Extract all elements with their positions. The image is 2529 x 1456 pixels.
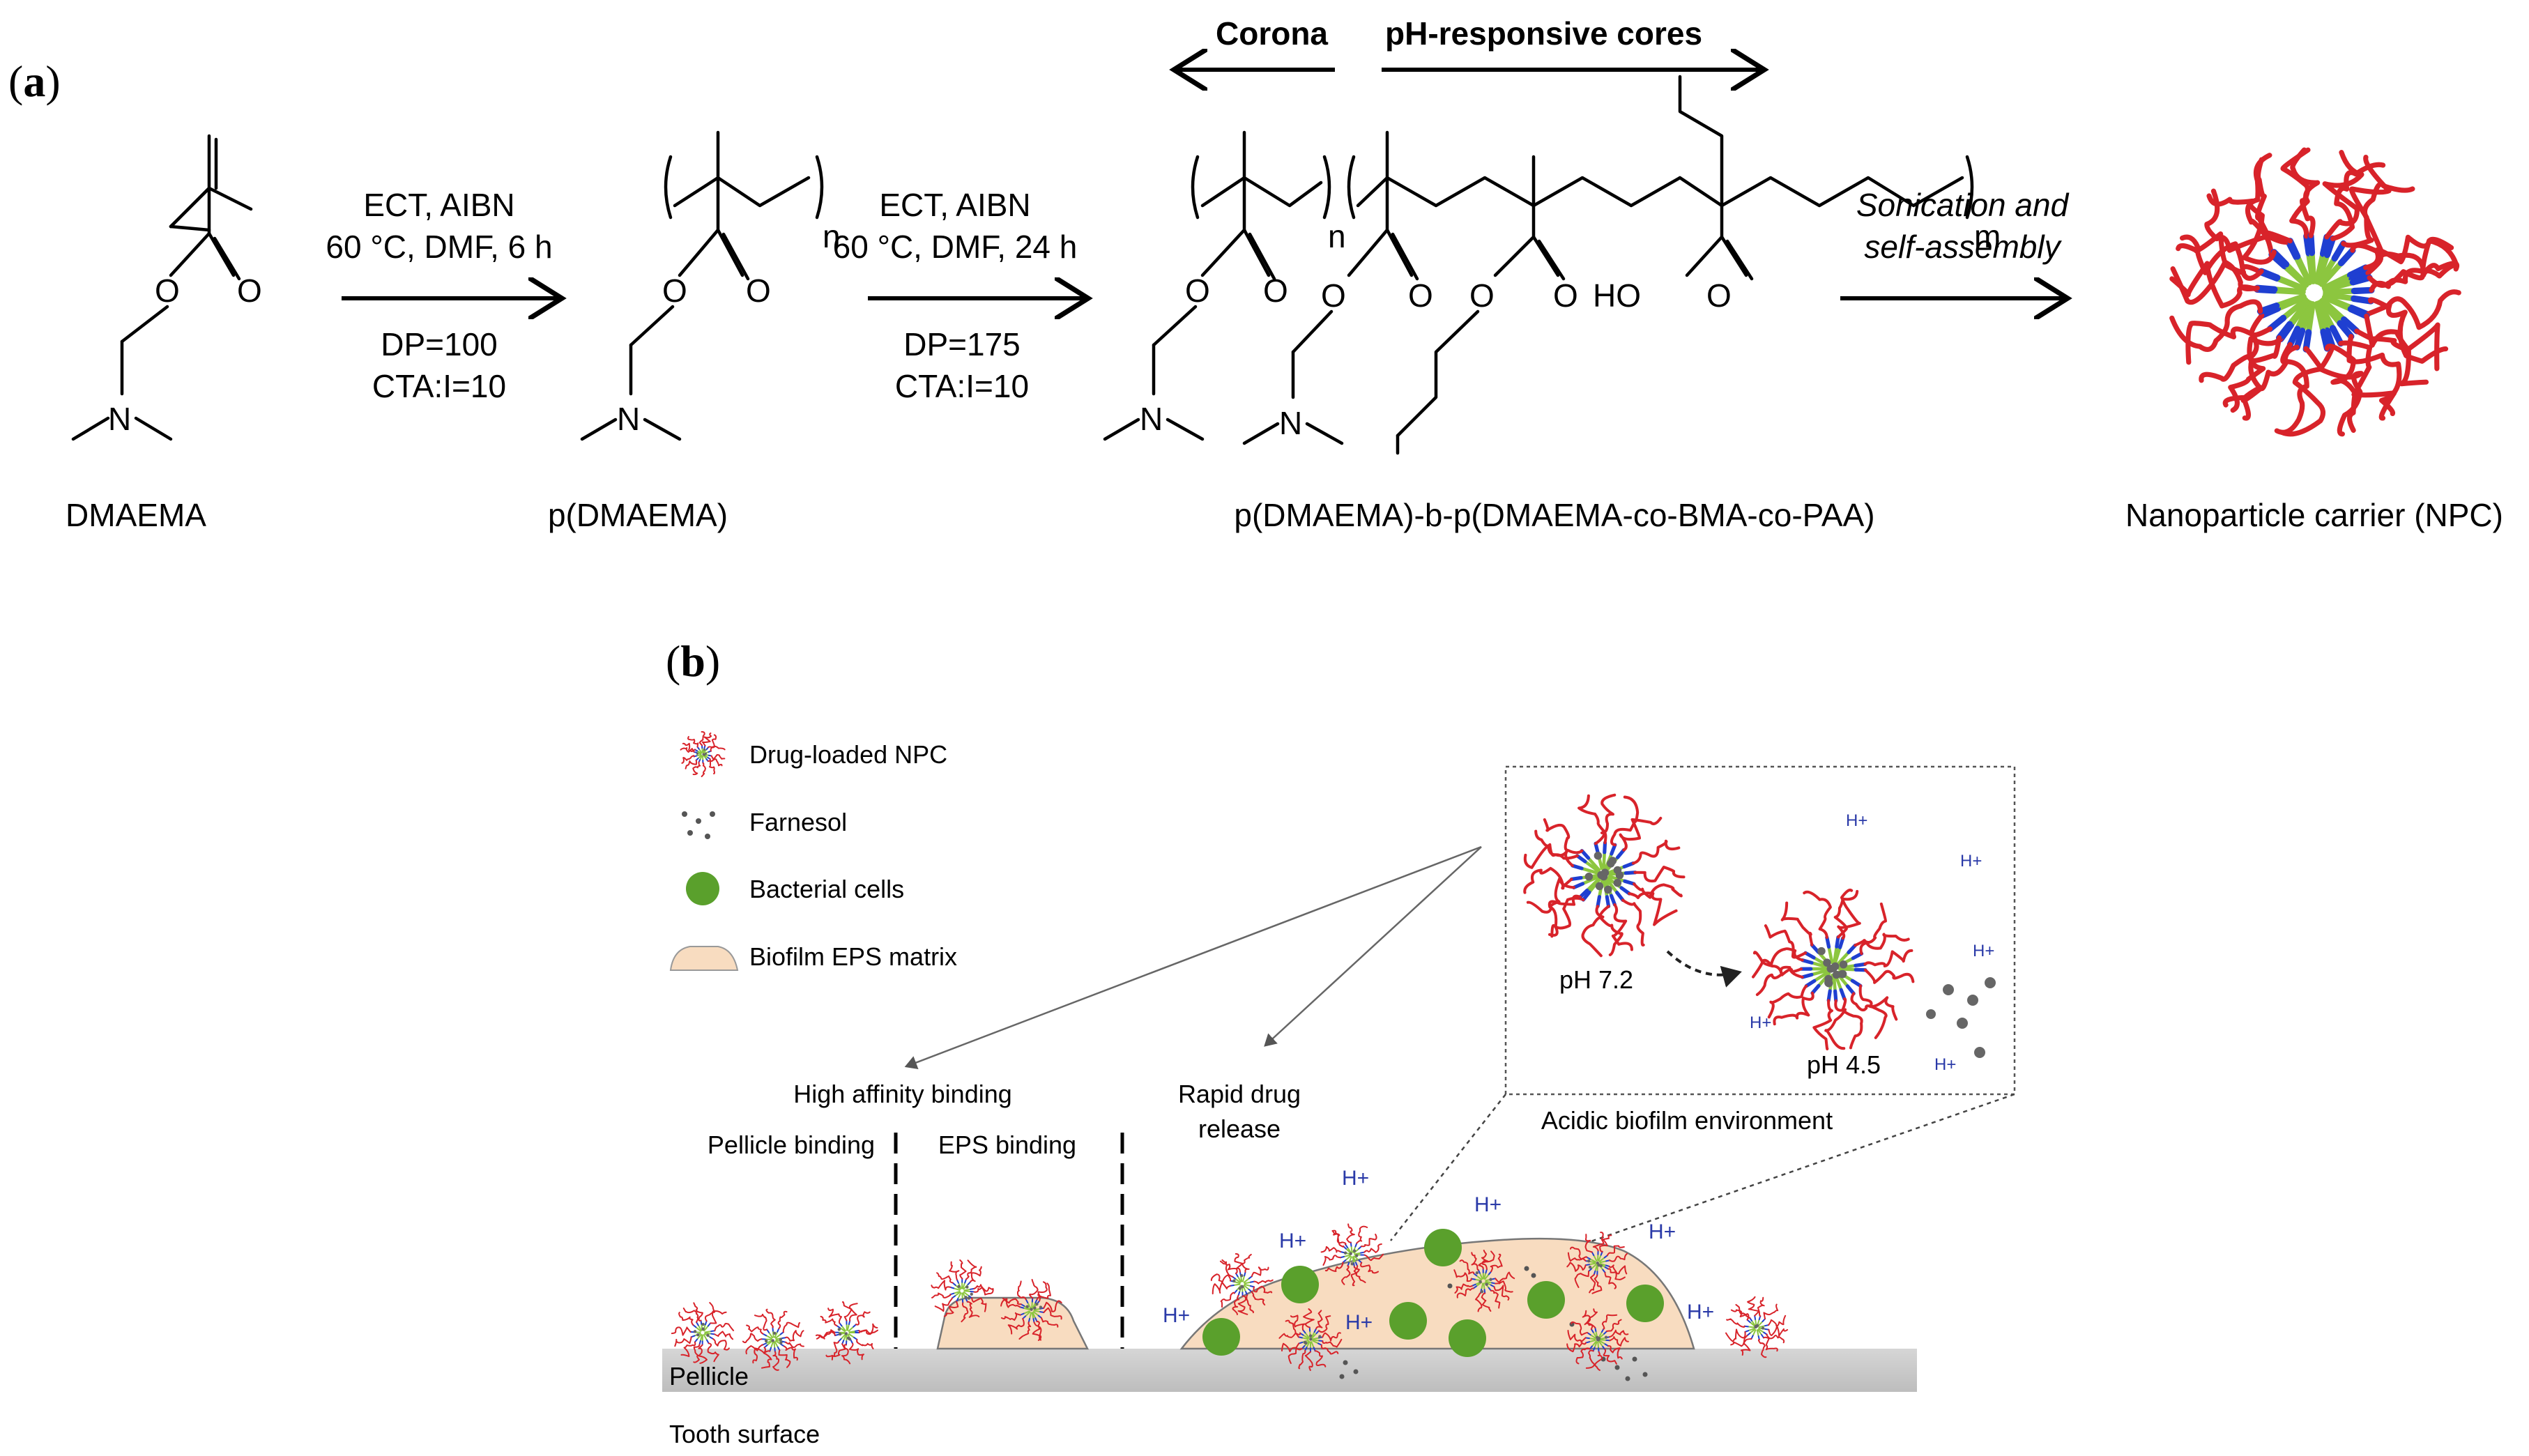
zoom-line-left xyxy=(1391,1094,1506,1241)
svg-text:O: O xyxy=(1553,277,1578,314)
cores-label: pH-responsive cores xyxy=(1385,15,1702,52)
svg-text:O: O xyxy=(662,273,687,309)
svg-text:O: O xyxy=(1469,277,1495,314)
svg-text:DP=100: DP=100 xyxy=(381,326,498,362)
bacterial-cell xyxy=(1389,1302,1427,1340)
dmaema-structure: O O N xyxy=(73,136,262,439)
pellicle-label: Pellicle xyxy=(669,1362,749,1390)
panel-b: (b) Drug-loaded NPC Farnesol Bacterial c… xyxy=(662,636,2015,1448)
pellicle-binding-label: Pellicle binding xyxy=(708,1131,875,1159)
panel-a-tag: (a) xyxy=(8,56,61,106)
svg-text:Sonication and: Sonication and xyxy=(1856,187,2070,223)
corona-label: Corona xyxy=(1216,15,1328,52)
hplus-label: H+ xyxy=(1846,811,1867,830)
svg-text:CTA:I=10: CTA:I=10 xyxy=(372,368,506,404)
svg-text:O: O xyxy=(746,273,771,309)
hplus-label: H+ xyxy=(1279,1229,1306,1252)
tooth-surface-label: Tooth surface xyxy=(669,1420,820,1448)
farnesol-dots-icon xyxy=(682,811,715,839)
svg-text:O: O xyxy=(1263,273,1288,309)
hplus-label: H+ xyxy=(1750,1013,1771,1032)
hplus-label: H+ xyxy=(1163,1304,1190,1327)
bacterial-cell xyxy=(1527,1281,1565,1319)
svg-text:N: N xyxy=(617,401,640,437)
high-affinity-label: High affinity binding xyxy=(793,1080,1012,1108)
label-dmaema: DMAEMA xyxy=(66,497,206,533)
svg-text:DP=175: DP=175 xyxy=(903,326,1021,362)
svg-text:n: n xyxy=(1328,218,1346,254)
svg-text:60 °C, DMF, 24 h: 60 °C, DMF, 24 h xyxy=(833,229,1078,265)
legend-bacteria-label: Bacterial cells xyxy=(749,875,904,903)
label-copolymer: p(DMAEMA)-b-p(DMAEMA-co-BMA-co-PAA) xyxy=(1234,497,1874,533)
nanoparticle-carrier-illustration xyxy=(2172,150,2459,434)
bacterial-cell-icon xyxy=(686,872,719,905)
bacterial-cell xyxy=(1424,1229,1462,1266)
acidic-environment-label: Acidic biofilm environment xyxy=(1541,1106,1833,1135)
svg-text:60 °C, DMF, 6 h: 60 °C, DMF, 6 h xyxy=(326,229,552,265)
pointer-line-release xyxy=(1265,847,1481,1045)
svg-text:ECT, AIBN: ECT, AIBN xyxy=(879,187,1030,223)
panel-b-tag: (b) xyxy=(666,636,720,686)
eps-mound-small xyxy=(938,1298,1087,1349)
label-pdmaema: p(DMAEMA) xyxy=(548,497,728,533)
rapid-release-line2: release xyxy=(1198,1114,1281,1143)
panel-a: (a) Corona pH-responsive cores O O N DMA… xyxy=(8,15,2503,533)
ph-neutral-label: pH 7.2 xyxy=(1559,965,1633,994)
bacterial-cell xyxy=(1281,1266,1319,1303)
ph-inset-box xyxy=(1506,767,2015,1094)
hplus-label: H+ xyxy=(1934,1055,1956,1074)
legend-farnesol-label: Farnesol xyxy=(749,808,847,836)
svg-text:O: O xyxy=(1408,277,1433,314)
bacterial-cell xyxy=(1202,1318,1240,1356)
legend: Drug-loaded NPC Farnesol Bacterial cells… xyxy=(671,732,957,971)
hplus-label: H+ xyxy=(1342,1167,1369,1190)
legend-eps-label: Biofilm EPS matrix xyxy=(749,942,957,971)
hplus-label: H+ xyxy=(1687,1301,1714,1324)
legend-npc-label: Drug-loaded NPC xyxy=(749,740,947,769)
eps-binding-label: EPS binding xyxy=(938,1131,1076,1159)
rapid-release-line1: Rapid drug xyxy=(1178,1080,1301,1108)
bacterial-cell xyxy=(1626,1285,1664,1322)
svg-text:N: N xyxy=(108,401,131,437)
ph-acidic-label: pH 4.5 xyxy=(1807,1050,1881,1079)
svg-text:CTA:I=10: CTA:I=10 xyxy=(895,368,1029,404)
hplus-label: H+ xyxy=(1960,852,1982,871)
svg-text:O: O xyxy=(1706,277,1732,314)
svg-text:N: N xyxy=(1279,405,1302,441)
hplus-label: H+ xyxy=(1345,1311,1373,1334)
copolymer-structure: n m O O N O O N xyxy=(1105,77,2001,453)
svg-text:N: N xyxy=(1140,401,1163,437)
drug-loaded-npc xyxy=(1726,1297,1787,1357)
hplus-label: H+ xyxy=(1649,1220,1676,1243)
label-nanoparticle: Nanoparticle carrier (NPC) xyxy=(2125,497,2503,533)
svg-text:self-assembly: self-assembly xyxy=(1864,229,2062,265)
svg-text:O: O xyxy=(237,273,262,309)
svg-text:HO: HO xyxy=(1593,277,1641,314)
svg-text:O: O xyxy=(1321,277,1346,314)
hplus-label: H+ xyxy=(1973,942,1994,960)
pointer-line-binding xyxy=(906,847,1481,1066)
svg-text:O: O xyxy=(155,273,180,309)
svg-text:O: O xyxy=(1185,273,1210,309)
npc-icon xyxy=(681,732,725,776)
hplus-label: H+ xyxy=(1474,1193,1502,1216)
bacterial-cell xyxy=(1449,1319,1486,1357)
pdmaema-structure: n O O N xyxy=(582,132,841,439)
svg-text:ECT, AIBN: ECT, AIBN xyxy=(363,187,514,223)
eps-matrix-icon xyxy=(671,947,738,970)
